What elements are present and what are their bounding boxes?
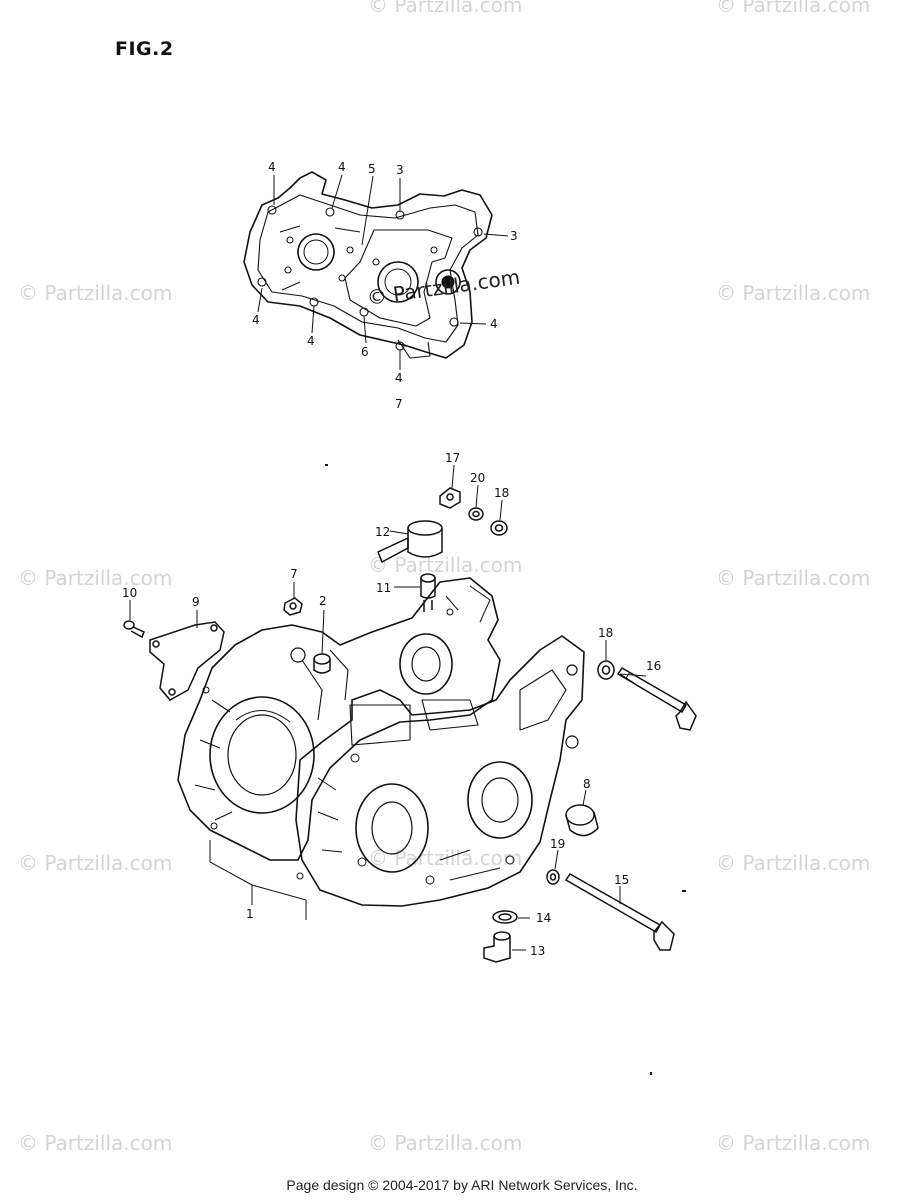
callout-10: 10: [122, 586, 137, 600]
bearing-part: [377, 520, 443, 564]
cover-plate-part: [149, 621, 225, 701]
callout-3: 3: [396, 163, 404, 177]
nut-part: [439, 487, 461, 509]
watermark: © Partzilla.com: [18, 281, 172, 305]
callout-5: 5: [368, 162, 376, 176]
dowel-pin-part: [313, 653, 331, 674]
callout-1: 1: [246, 907, 254, 921]
callout-12: 12: [375, 525, 390, 539]
watermark: © Partzilla.com: [18, 851, 172, 875]
collar-part: [565, 804, 599, 837]
callout-13: 13: [530, 944, 545, 958]
crankcase-leaders: [129, 464, 647, 951]
callout-2: 2: [319, 594, 327, 608]
screw-part: [123, 620, 145, 639]
watermark: © Partzilla.com: [716, 0, 870, 17]
drain-bolt-part: [483, 931, 511, 963]
callout-4: 4: [268, 160, 276, 174]
callout-8: 8: [583, 777, 591, 791]
nut-part: [283, 597, 303, 616]
callout-14: 14: [536, 911, 551, 925]
gasket-leaders: [257, 174, 509, 370]
callout-labels: 4 4 5 3 3 4 4 6 4 4 7 17 20 18 12 11 7 2…: [122, 160, 661, 958]
callout-11: 11: [376, 581, 391, 595]
washer-part: [546, 869, 560, 885]
callout-20: 20: [470, 471, 485, 485]
washer-part: [468, 507, 484, 521]
crankcase-drawing: [177, 577, 585, 907]
page-footer: Page design © 2004-2017 by ARI Network S…: [286, 1177, 638, 1193]
callout-19: 19: [550, 837, 565, 851]
callout-16: 16: [646, 659, 661, 673]
watermark: © Partzilla.com: [18, 566, 172, 590]
watermark: © Partzilla.com: [18, 1131, 172, 1155]
watermark: © Partzilla.com: [716, 281, 870, 305]
callout-7: 7: [290, 567, 298, 581]
callout-4: 4: [307, 334, 315, 348]
callout-3: 3: [510, 229, 518, 243]
callout-18: 18: [598, 626, 613, 640]
watermark: © Partzilla.com: [368, 0, 522, 17]
watermark: © Partzilla.com: [716, 851, 870, 875]
bolt-part: [616, 666, 697, 731]
callout-9: 9: [192, 595, 200, 609]
callout-18: 18: [494, 486, 509, 500]
callout-4: 4: [395, 371, 403, 385]
callout-4: 4: [252, 313, 260, 327]
watermark: © Partzilla.com: [368, 553, 522, 577]
oil-seal-part: [420, 573, 436, 612]
washer-part: [597, 660, 615, 680]
watermark-layer: © Partzilla.com © Partzilla.com © Partzi…: [18, 0, 870, 1155]
callout-15: 15: [614, 873, 629, 887]
bolt-part: [564, 873, 675, 951]
watermark: © Partzilla.com: [368, 1131, 522, 1155]
callout-17: 17: [445, 451, 460, 465]
watermark: © Partzilla.com: [716, 566, 870, 590]
stray-marks: [325, 464, 686, 1075]
watermark: © Partzilla.com: [716, 1131, 870, 1155]
callout-7: 7: [395, 397, 403, 411]
crankcase-gasket-drawing: [243, 171, 493, 359]
figure-title: FIG.2: [115, 38, 174, 60]
callout-4: 4: [338, 160, 346, 174]
callout-6: 6: [361, 345, 369, 359]
gasket-ring-part: [492, 910, 518, 924]
washer-part: [490, 520, 508, 536]
callout-4: 4: [490, 317, 498, 331]
